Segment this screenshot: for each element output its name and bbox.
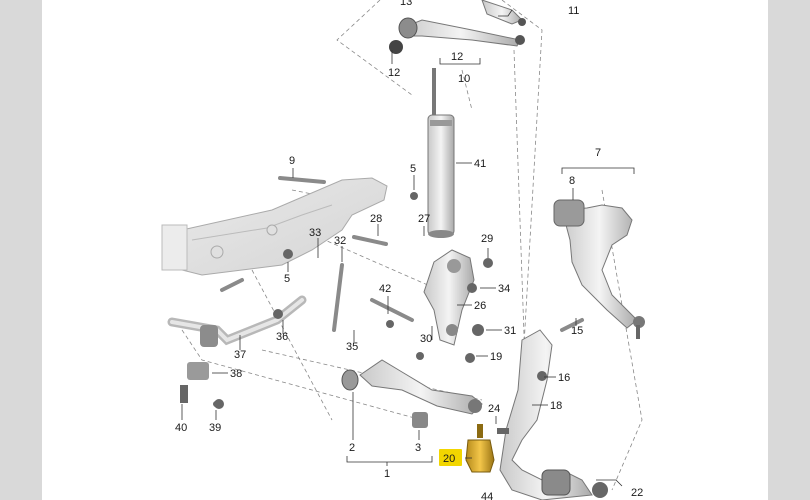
wheel-carrier <box>423 249 475 346</box>
highlight-marker <box>439 449 462 466</box>
callout-44: 44 <box>481 491 493 500</box>
callout-34: 34 <box>498 283 510 295</box>
callout-36: 36 <box>276 331 288 343</box>
anti-roll-bar <box>167 295 307 380</box>
callout-15: 15 <box>571 325 583 337</box>
callout-28: 28 <box>370 213 382 225</box>
callout-11: 11 <box>568 5 579 17</box>
subframe <box>161 177 388 276</box>
callout-32: 32 <box>334 235 346 247</box>
shock-absorber <box>427 68 455 238</box>
lower-control-arm <box>553 199 645 339</box>
callout-1: 1 <box>384 468 390 480</box>
callout-29: 29 <box>481 233 493 245</box>
callout-35: 35 <box>346 341 358 353</box>
exploded-view-drawing: 13 11 12 12 10 9 5 41 7 8 28 27 33 32 29… <box>161 0 645 500</box>
callout-22: 22 <box>631 487 643 499</box>
callout-27: 27 <box>418 213 430 225</box>
callout-33: 33 <box>309 227 321 239</box>
callout-5-upper: 5 <box>410 163 416 175</box>
fasteners <box>180 192 547 434</box>
parts-diagram: 13 11 12 12 10 9 5 41 7 8 28 27 33 32 29… <box>42 0 768 500</box>
callout-10: 10 <box>458 73 470 85</box>
callout-20: 20 <box>443 453 455 465</box>
callout-38: 38 <box>230 368 242 380</box>
callout-7: 7 <box>595 147 601 159</box>
callout-41: 41 <box>474 158 486 170</box>
upper-control-arm <box>389 0 526 54</box>
ball-joint <box>465 424 495 473</box>
callout-2: 2 <box>349 442 355 454</box>
callout-8: 8 <box>569 175 575 187</box>
leader-lines <box>181 9 635 487</box>
callout-24: 24 <box>488 403 500 415</box>
steering-knuckle <box>499 329 608 500</box>
callout-12-right: 12 <box>451 51 463 63</box>
callout-31: 31 <box>504 325 516 337</box>
callout-18: 18 <box>550 400 562 412</box>
callout-39: 39 <box>209 422 221 434</box>
callout-37: 37 <box>234 349 246 361</box>
callout-12-left: 12 <box>388 67 400 79</box>
wishbone-arm <box>341 359 483 428</box>
callout-40: 40 <box>175 422 187 434</box>
callout-13: 13 <box>400 0 412 8</box>
callout-3: 3 <box>415 442 421 454</box>
callout-42: 42 <box>379 283 391 295</box>
callout-19: 19 <box>490 351 502 363</box>
callout-9: 9 <box>289 155 295 167</box>
callout-16: 16 <box>558 372 570 384</box>
callout-5-lower: 5 <box>284 273 290 285</box>
callout-26: 26 <box>474 300 486 312</box>
callout-labels: 13 11 12 12 10 9 5 41 7 8 28 27 33 32 29… <box>175 0 643 500</box>
callout-30: 30 <box>420 333 432 345</box>
coupling-rods <box>220 176 584 332</box>
